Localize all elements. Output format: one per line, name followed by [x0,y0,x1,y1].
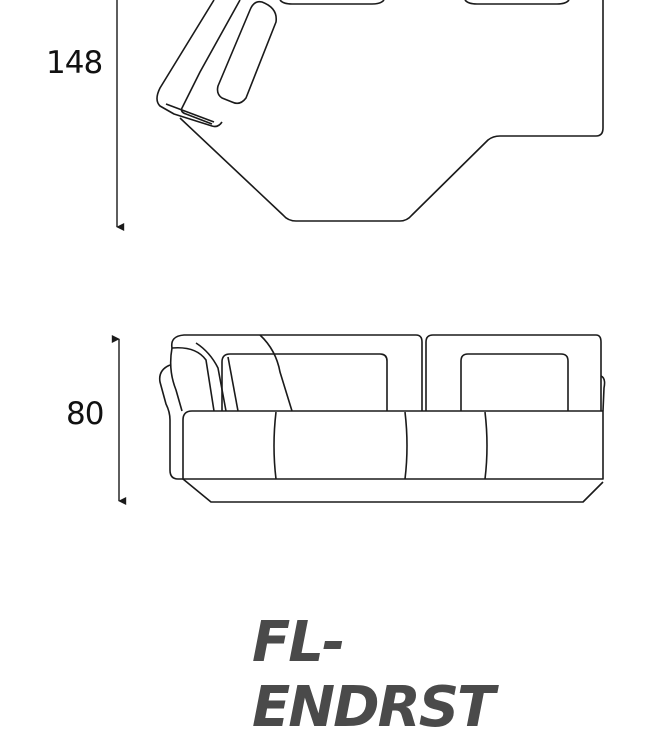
front-view-back-left [170,334,423,411]
front-view-seat [182,410,604,480]
front-view-armrest-side [158,364,183,480]
front-view-armrest-curl [169,347,183,412]
height-dimension-label: 80 [66,396,104,432]
front-view-back-right [425,334,602,411]
front-view-back-fold [259,334,293,412]
front-view-base [182,478,604,503]
depth-dimension-label: 148 [46,45,103,81]
front-view-armrest [171,346,215,412]
top-view [156,0,604,222]
top-view-armrest-pad [216,0,278,105]
top-view-seat-outline [179,0,604,222]
front-view-back-cushion-right [460,353,569,411]
top-view-back-cushion-1 [279,0,385,5]
product-code-title: FL-ENDRST [252,610,495,740]
front-view-seat-divider-1 [273,411,277,480]
front-view [158,334,606,503]
top-view-armrest-edge [165,103,215,123]
top-view-armrest-inner [180,0,241,125]
front-view-armrest-inner [195,342,227,412]
front-view-back-fold-2 [227,356,239,412]
top-view-back-cushion-2 [464,0,570,5]
sofa-technical-drawing [111,0,606,505]
top-view-armrest-outer [156,0,223,128]
front-view-seat-divider-2 [404,411,408,480]
front-view-seat-divider-3 [484,411,488,480]
front-view-back-cushion-left [221,353,388,411]
front-view-right-edge [600,375,606,412]
